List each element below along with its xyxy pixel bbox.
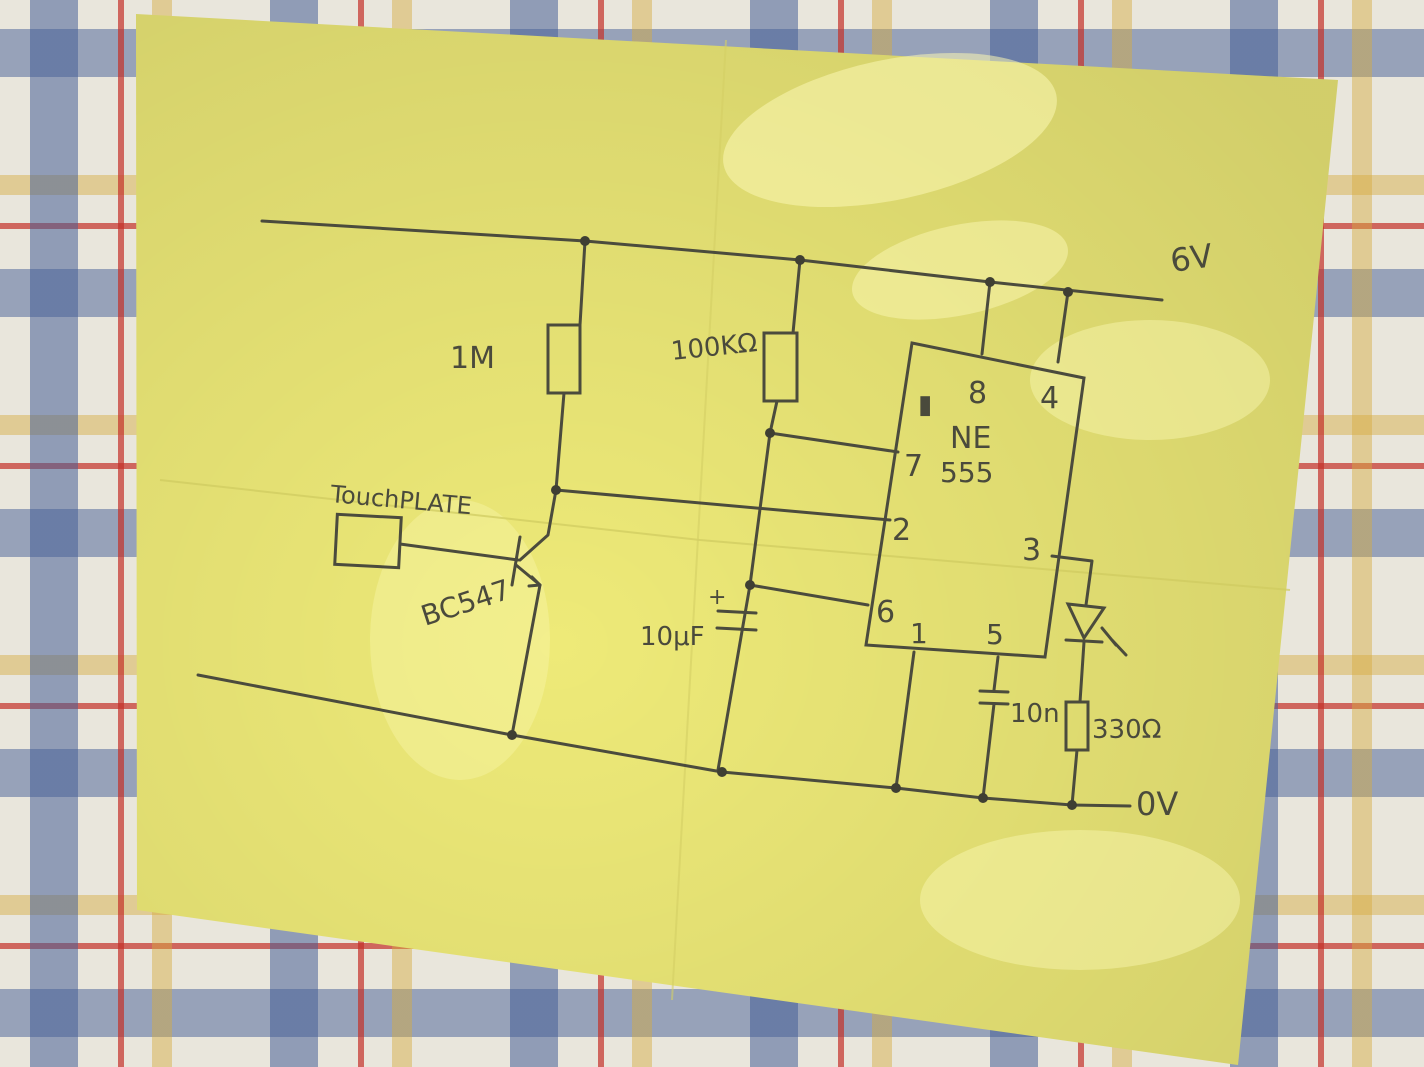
- ic-name-line2: 555: [940, 456, 993, 489]
- resistor-r1: [546, 239, 587, 492]
- pin-6-label: 6: [876, 595, 895, 630]
- pin-3-label: 3: [1022, 533, 1041, 568]
- ic-name-line1: NE: [950, 421, 991, 456]
- pin-4-label: 4: [1040, 381, 1059, 416]
- pin-2-label: 2: [892, 513, 911, 548]
- capacitor-timing: [715, 609, 758, 632]
- resistor-r2: [762, 258, 802, 435]
- pin-1-label: 1: [910, 617, 928, 650]
- cap-plus-label: +: [708, 585, 726, 610]
- transistor-bc547: [510, 535, 542, 737]
- r-led-label: 330Ω: [1092, 715, 1162, 745]
- cap-control-label: 10n: [1010, 699, 1060, 729]
- ne555-chip: [864, 341, 1086, 659]
- capacitor-control: [978, 655, 1010, 800]
- ground-label: 0V: [1136, 785, 1178, 823]
- junction-dots: [507, 236, 1077, 810]
- r1-label: 1M: [450, 341, 495, 376]
- pin-5-label: 5: [986, 618, 1004, 651]
- cap-timing-label: 10μF: [640, 622, 705, 652]
- paper-sheet: [136, 14, 1338, 1065]
- ic-pin1-marker: ▮: [918, 390, 932, 420]
- supply-label: 6V: [1168, 236, 1215, 280]
- pin-8-label: 8: [968, 376, 987, 411]
- pin-7-label: 7: [904, 449, 923, 484]
- resistor-led: [1064, 700, 1090, 807]
